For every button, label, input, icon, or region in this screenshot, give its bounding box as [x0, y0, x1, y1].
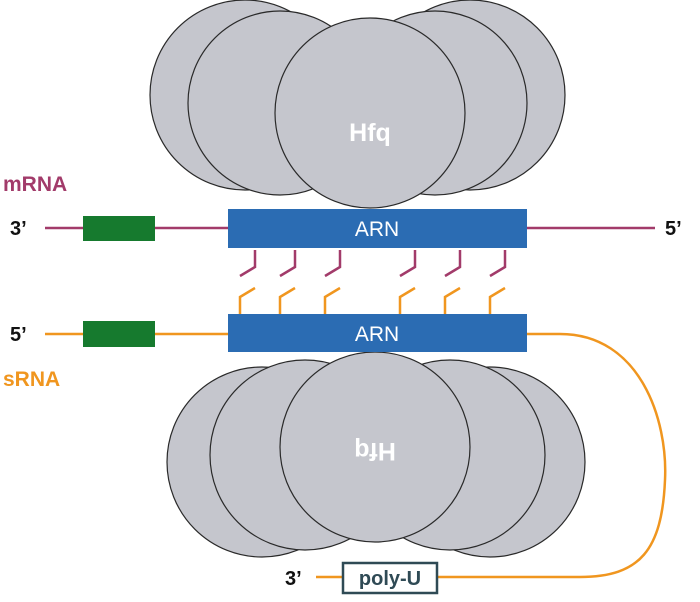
- srna-arn-label: ARN: [355, 323, 399, 346]
- hfq-top-complex: Hfq: [149, 0, 566, 209]
- hfq-bottom-label: Hfq: [354, 437, 396, 465]
- hfq-top-label: Hfq: [349, 119, 391, 147]
- mrna-base-tick: [489, 250, 507, 278]
- mrna-5prime-label: 5’: [665, 218, 682, 240]
- mrna-green-segment: [83, 216, 155, 241]
- mrna-arn-box: [228, 209, 527, 248]
- mrna-arn-label: ARN: [355, 218, 399, 241]
- base-pairs: [238, 250, 507, 314]
- srna-5prime-label: 5’: [10, 324, 27, 346]
- srna-strand: ARN 5’ sRNA poly-U 3’: [3, 314, 667, 595]
- srna-base-tick: [278, 286, 296, 314]
- srna-green-segment: [83, 321, 155, 347]
- mrna-base-tick: [399, 250, 417, 278]
- srna-base-tick: [398, 286, 416, 314]
- mrna-strand: ARN 3’ 5’ mRNA: [3, 173, 682, 248]
- srna-base-tick: [323, 286, 341, 314]
- srna-base-tick: [488, 286, 506, 314]
- mrna-title: mRNA: [3, 173, 67, 196]
- polyu-box: [341, 561, 439, 595]
- srna-title: sRNA: [3, 368, 60, 391]
- srna-tail-loop: [316, 332, 667, 579]
- mrna-base-tick: [324, 250, 342, 278]
- hfq-bottom-complex: Hfq: [166, 351, 586, 558]
- mrna-3prime-label: 3’: [10, 218, 27, 240]
- mrna-base-tick: [239, 250, 257, 278]
- srna-base-tick: [443, 286, 461, 314]
- mrna-base-tick: [279, 250, 297, 278]
- srna-arn-box: [228, 314, 527, 352]
- polyu-label: poly-U: [359, 568, 421, 590]
- mrna-base-tick: [444, 250, 462, 278]
- srna-base-tick: [238, 286, 256, 314]
- srna-3prime-label: 3’: [285, 568, 302, 590]
- hfq-top-subunit: [274, 17, 466, 209]
